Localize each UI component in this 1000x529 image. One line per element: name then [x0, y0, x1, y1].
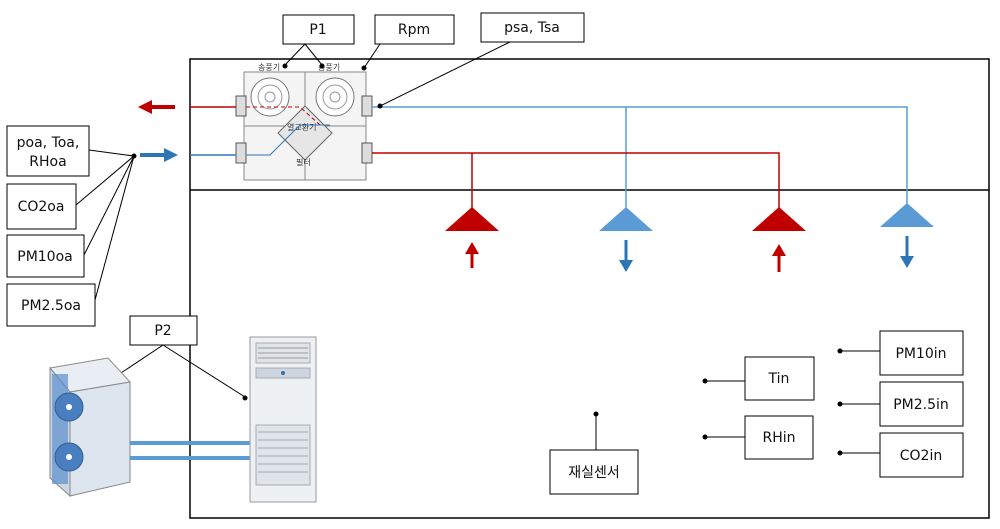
p1-probe-b — [320, 64, 325, 69]
pm10in-label: PM10in — [895, 346, 946, 362]
psa-tsa-label: psa, Tsa — [504, 20, 560, 36]
room-sensor-label: 재실센서 — [568, 465, 620, 481]
return-diffuser-1 — [599, 207, 653, 272]
filter-label: 필터 — [296, 157, 311, 167]
tin-probe — [703, 379, 708, 384]
core-label: 열교환기 — [287, 122, 316, 132]
rpm-label: Rpm — [398, 22, 430, 38]
fan-left-label: 송풍기 — [258, 63, 280, 72]
co2in-probe — [838, 451, 843, 456]
fresh-air-in-arrow-icon — [140, 148, 178, 162]
pm10oa-label: PM10oa — [17, 249, 72, 265]
erv-unit: 송풍기 송풍기 열교환기 필터 — [236, 63, 372, 180]
supply-diffuser-2 — [752, 207, 806, 272]
rhin-label: RHin — [762, 430, 795, 446]
pm25oa-label: PM2.5oa — [21, 298, 81, 314]
pm25in-probe — [838, 402, 843, 407]
return-diffuser-2 — [880, 203, 934, 268]
outdoor-ac-unit-icon — [50, 358, 130, 496]
rpm-probe — [362, 66, 367, 71]
pm10in-probe — [838, 349, 843, 354]
p1-label: P1 — [309, 22, 326, 38]
p2-probe-indoor — [243, 396, 248, 401]
exhaust-out-arrow-icon — [138, 100, 175, 114]
indoor-ac-unit-icon — [250, 337, 316, 502]
tin-label: Tin — [768, 371, 790, 387]
p1-probe-a — [283, 64, 288, 69]
supply-diffuser-1 — [445, 207, 499, 268]
pm25in-label: PM2.5in — [893, 397, 949, 413]
co2oa-label: CO2oa — [18, 199, 65, 215]
poa-label-line2: RHoa — [29, 154, 66, 170]
rhin-probe — [703, 435, 708, 440]
poa-label-line1: poa, Toa, — [17, 135, 80, 151]
fan-left-icon — [251, 78, 289, 116]
co2in-label: CO2in — [900, 448, 942, 464]
psa-tsa-probe — [378, 104, 383, 109]
supply-duct-red — [372, 153, 779, 210]
fan-right-icon — [316, 78, 354, 116]
p2-label: P2 — [154, 323, 171, 339]
